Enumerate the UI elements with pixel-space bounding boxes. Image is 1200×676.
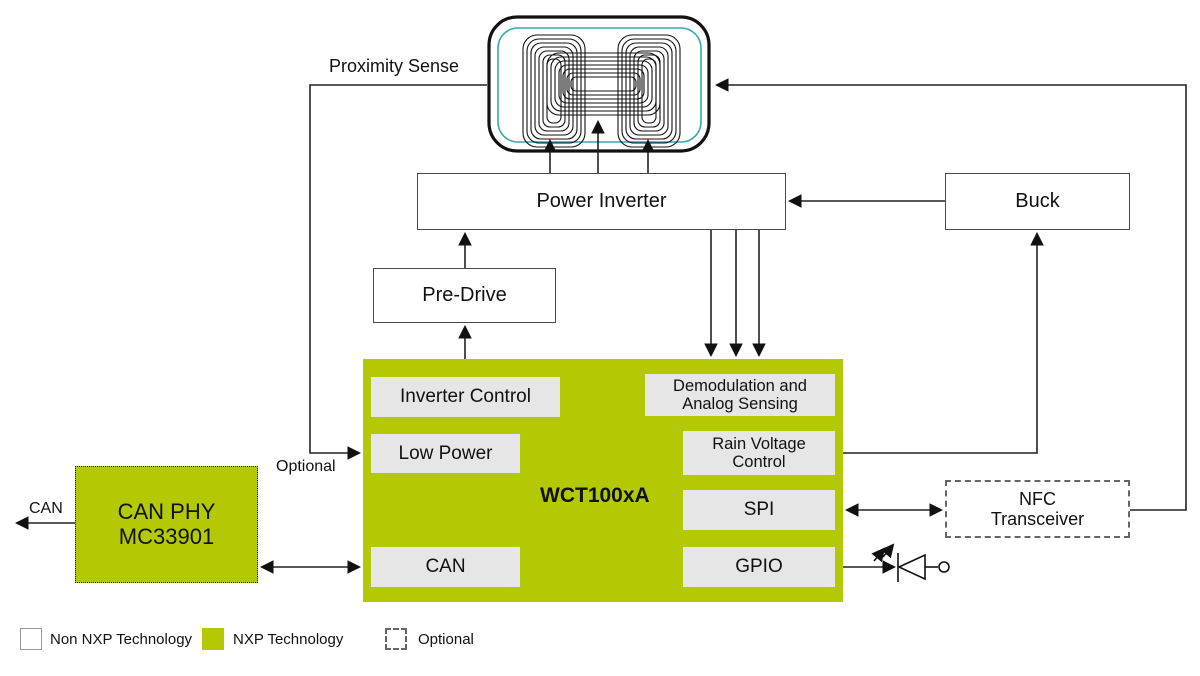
spi-label: SPI <box>743 499 775 521</box>
nfc-label-line2: Transceiver <box>990 509 1085 529</box>
low-power-label: Low Power <box>398 442 493 464</box>
legend-label-non-nxp: Non NXP Technology <box>50 631 193 648</box>
demod-label-line2: Analog Sensing <box>682 395 798 413</box>
can-label: CAN <box>425 556 466 578</box>
can-block: CAN <box>371 547 520 587</box>
inverter-control-label: Inverter Control <box>400 386 531 408</box>
can-phy-label-line1: CAN PHY <box>117 498 216 524</box>
low-power-block: Low Power <box>371 434 520 473</box>
nfc-transceiver-block: NFC Transceiver <box>945 480 1130 538</box>
power-inverter-label: Power Inverter <box>536 190 667 212</box>
optional-label: Optional <box>276 458 336 475</box>
buck-label: Buck <box>1015 190 1060 212</box>
legend-swatch-optional <box>385 628 407 650</box>
rain-voltage-control-block: Rain Voltage Control <box>683 431 835 475</box>
gpio-block: GPIO <box>683 547 835 587</box>
spi-block: SPI <box>683 490 835 530</box>
pre-drive-label: Pre-Drive <box>422 284 507 306</box>
pre-drive-block: Pre-Drive <box>373 268 556 323</box>
charging-coil <box>487 15 711 153</box>
demodulation-analog-sensing-block: Demodulation and Analog Sensing <box>645 374 835 416</box>
inverter-control-block: Inverter Control <box>371 377 560 417</box>
wire-rain-to-buck <box>843 231 1044 454</box>
gpio-label: GPIO <box>735 556 783 578</box>
wct100xa-label: WCT100xA <box>540 484 650 507</box>
can-phy-block: CAN PHY MC33901 <box>75 466 258 583</box>
legend-label-optional: Optional <box>418 631 474 648</box>
rain-voltage-label-line2: Control <box>732 453 786 471</box>
can-out-label: CAN <box>29 500 63 517</box>
nfc-label-line1: NFC <box>1019 488 1056 509</box>
legend-swatch-non-nxp <box>20 628 42 650</box>
rain-voltage-label-line1: Rain Voltage <box>712 434 806 453</box>
power-inverter-block: Power Inverter <box>417 173 786 230</box>
led-icon <box>871 543 950 582</box>
proximity-sense-label: Proximity Sense <box>329 56 460 76</box>
legend-label-nxp: NXP Technology <box>233 631 344 648</box>
buck-block: Buck <box>945 173 1130 230</box>
legend-swatch-nxp <box>202 628 224 650</box>
demod-label-line1: Demodulation and <box>673 376 807 395</box>
can-phy-label-line2: MC33901 <box>118 523 215 549</box>
